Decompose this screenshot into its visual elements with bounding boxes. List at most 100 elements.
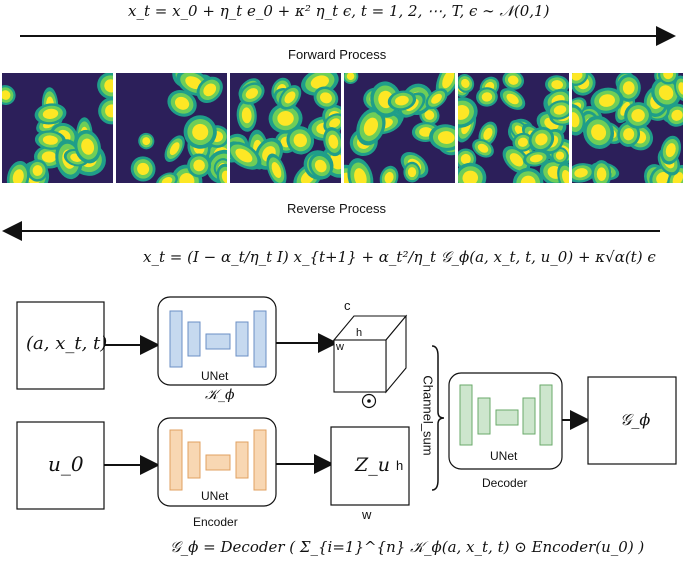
unet-decoder-label: UNet <box>490 449 518 463</box>
blob <box>665 143 676 158</box>
input-bottom-label: u_0 <box>48 452 84 476</box>
blob <box>407 167 417 178</box>
blob <box>631 109 645 122</box>
blob <box>346 73 355 81</box>
output-box <box>587 376 677 465</box>
blob <box>553 105 567 115</box>
blob <box>192 123 209 141</box>
field-panel-5 <box>458 73 569 183</box>
blob <box>179 173 195 183</box>
cube-label-c: c <box>344 298 351 313</box>
latent-symbol: Z_u <box>355 454 390 476</box>
blob <box>623 128 635 141</box>
blob <box>574 168 588 178</box>
blob <box>671 109 683 121</box>
input-box-top <box>16 301 105 390</box>
blob <box>506 93 519 105</box>
forward-equation-text: x_t = x_0 + η_t e_0 + κ² η_t ϵ, t = 1, 2… <box>128 2 550 20</box>
reverse-process-label: Reverse Process <box>287 201 386 216</box>
field-pattern <box>344 73 455 183</box>
encoder-label: Encoder <box>193 515 238 529</box>
blob <box>431 93 442 104</box>
blob <box>319 92 332 104</box>
blob <box>314 159 327 173</box>
final-equation-text: 𝒢_ϕ = Decoder ( Σ_{i=1}^{n} 𝒦_ϕ(a, x_t, … <box>170 538 645 556</box>
decoder-label: Decoder <box>482 476 528 490</box>
unet-icon <box>169 310 267 368</box>
blob <box>520 175 536 183</box>
forward-process-label: Forward Process <box>288 47 387 62</box>
field-pattern <box>2 73 113 183</box>
unet-encoder-label: UNet <box>201 489 229 503</box>
blob <box>41 151 57 163</box>
blob <box>169 142 180 156</box>
blob <box>221 170 227 183</box>
blob <box>437 131 455 144</box>
blob <box>174 96 190 110</box>
unet-icon <box>459 384 553 446</box>
blob <box>185 76 203 90</box>
blob <box>572 73 583 81</box>
field-panel-1 <box>2 73 113 183</box>
blob <box>310 75 329 89</box>
blob <box>328 134 339 149</box>
blob <box>104 79 113 93</box>
field-pattern <box>230 73 341 183</box>
forward-equation: x_t = x_0 + η_t e_0 + κ² η_t ϵ, t = 1, 2… <box>128 2 549 20</box>
kernel-label: 𝒦_ϕ <box>205 387 235 403</box>
blob <box>354 168 367 183</box>
reverse-equation-text: x_t = (I − α_t/η_t I) x_{t+1} + α_t²/η_t… <box>143 248 656 266</box>
blob <box>235 148 253 163</box>
field-panel-4 <box>344 73 455 183</box>
cube-label-w: w <box>336 341 344 353</box>
blob <box>12 169 24 183</box>
blob <box>551 80 564 90</box>
blob <box>517 137 528 147</box>
blob <box>460 153 471 165</box>
blob <box>572 112 580 128</box>
output-label: 𝒢_ϕ <box>620 410 651 429</box>
cube-icon <box>332 314 408 394</box>
latent-label-w: w <box>362 507 372 522</box>
blob <box>596 167 607 181</box>
blob <box>32 165 43 176</box>
latent-box <box>330 426 410 506</box>
cube-label-h: h <box>356 327 363 339</box>
blob <box>203 83 217 97</box>
blob <box>555 151 565 160</box>
blob <box>293 133 307 148</box>
blob <box>284 91 296 104</box>
final-equation: 𝒢_ϕ = Decoder ( Σ_{i=1}^{n} 𝒦_ϕ(a, x_t, … <box>170 538 644 556</box>
blob <box>419 127 433 137</box>
blob <box>271 162 282 179</box>
blob <box>509 153 524 167</box>
blob <box>363 117 378 136</box>
blob <box>477 143 489 153</box>
blob <box>277 111 294 126</box>
field-pattern <box>116 73 227 183</box>
unet-top-label: UNet <box>201 369 229 383</box>
blob <box>329 118 341 128</box>
reverse-equation: x_t = (I − α_t/η_t I) x_{t+1} + α_t²/η_t… <box>143 248 656 266</box>
blob <box>245 88 258 99</box>
blob <box>483 127 493 140</box>
blob <box>656 172 669 183</box>
blob <box>42 135 58 145</box>
channel-sum-label: Channel_sum <box>420 375 436 456</box>
blob <box>658 85 674 101</box>
blob <box>672 172 683 183</box>
field-panel-6 <box>572 73 683 183</box>
blob <box>384 171 394 183</box>
blob <box>142 137 151 146</box>
field-panel-3 <box>230 73 341 183</box>
blob <box>81 138 95 155</box>
blob <box>2 90 11 100</box>
blob <box>461 78 470 88</box>
blob <box>105 104 113 118</box>
blob <box>395 95 409 106</box>
blob <box>591 124 607 141</box>
blob <box>42 108 59 120</box>
input-box-bottom <box>16 421 105 510</box>
latent-label-h: h <box>396 458 404 473</box>
